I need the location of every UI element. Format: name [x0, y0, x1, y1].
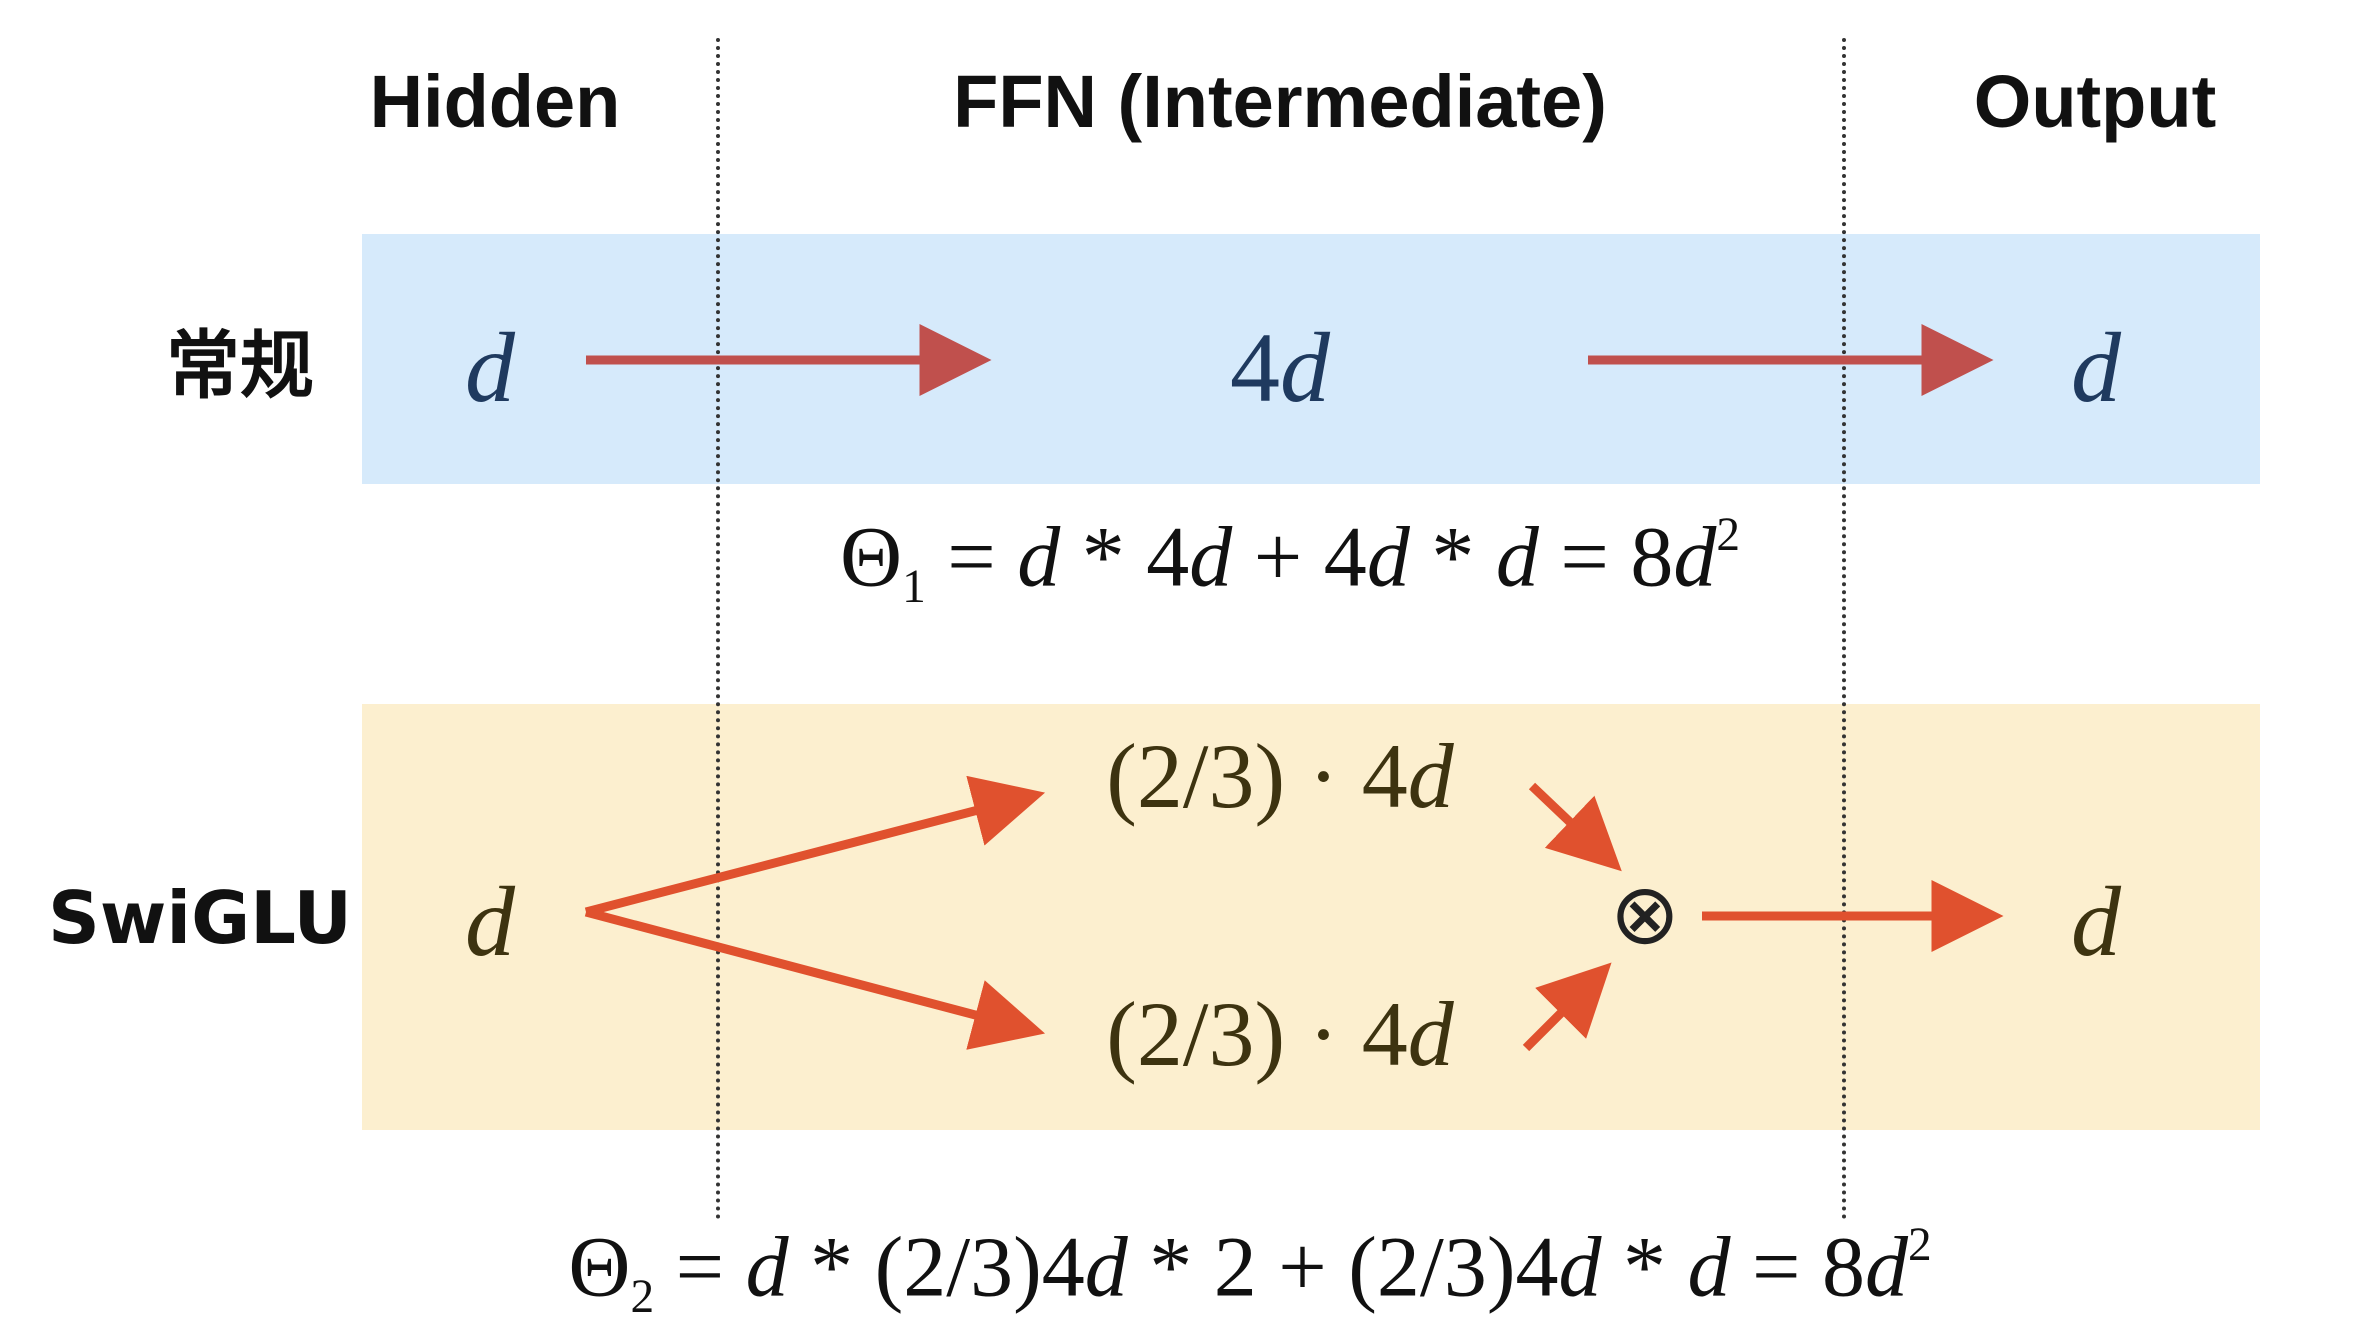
- arrow-swiglu-bottom-to-multiply: [1522, 962, 1612, 1052]
- arrow-swiglu-split-top: [584, 775, 1046, 917]
- row-label-swiglu: SwiGLU: [48, 876, 352, 960]
- multiply-icon: ⊗: [1609, 865, 1681, 963]
- divider-hidden-ffn: [716, 38, 720, 1220]
- arrow-swiglu-split-bottom: [584, 907, 1046, 1050]
- standard-hidden-d: d: [465, 312, 515, 423]
- arrow-swiglu-top-to-multiply: [1528, 782, 1622, 872]
- formula-theta2: Θ2 = d * (2/3)4d * 2 + (2/3)4d * d = 8d2: [568, 1218, 1932, 1324]
- header-ffn: FFN (Intermediate): [953, 60, 1607, 143]
- swiglu-output-d: d: [2071, 866, 2121, 977]
- swiglu-ffn-bottom: (2/3) · 4d: [1106, 983, 1454, 1085]
- swiglu-ffn-top: (2/3) · 4d: [1106, 725, 1454, 827]
- swiglu-hidden-d: d: [465, 866, 515, 977]
- row-label-standard: 常规: [166, 323, 314, 409]
- header-output: Output: [1973, 60, 2217, 143]
- divider-ffn-output: [1842, 38, 1846, 1220]
- standard-ffn-4d: 4d: [1230, 312, 1330, 423]
- header-hidden: Hidden: [369, 60, 621, 143]
- formula-theta1: Θ1 = d * 4d + 4d * d = 8d2: [840, 508, 1740, 614]
- standard-output-d: d: [2071, 312, 2121, 423]
